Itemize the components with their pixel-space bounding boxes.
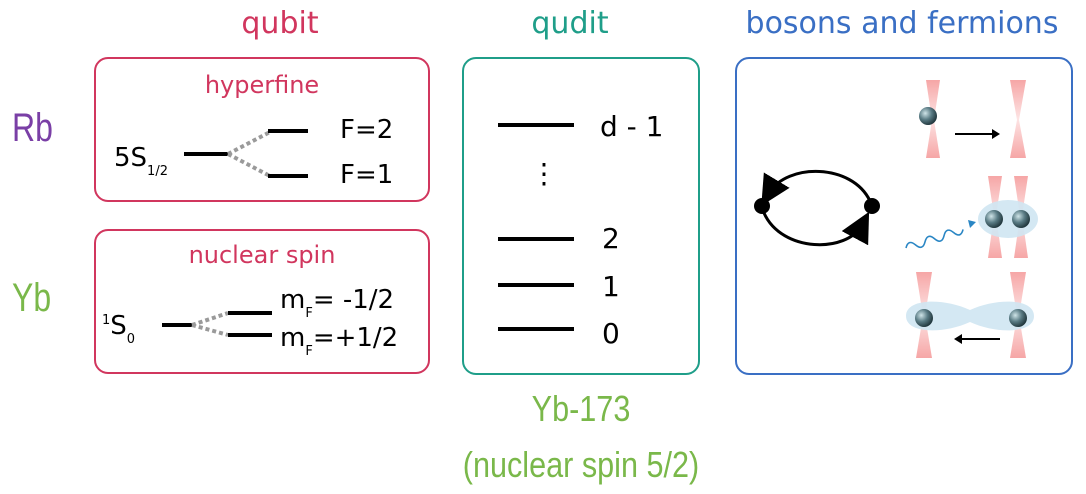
isotope-detail: (nuclear spin 5/2) — [462, 444, 700, 485]
hyperfine-ground-line — [184, 152, 228, 156]
qudit-box: d - 1 ⋮ 2 1 0 — [462, 57, 700, 375]
nuclear-lower-line — [228, 333, 272, 337]
m-subscript: F — [305, 306, 313, 321]
nuclear-spin-title: nuclear spin — [188, 241, 336, 269]
qudit-level-0-label: 0 — [602, 317, 620, 350]
hyperfine-lower-label: F=1 — [340, 160, 394, 190]
row-label-rb: Rb — [12, 106, 53, 150]
header-qudit: qudit — [531, 6, 609, 41]
qudit-level-top-line — [498, 123, 574, 127]
nuclear-ground-state: 1S0 — [102, 311, 135, 347]
state-superscript: 1 — [102, 313, 111, 328]
state-base: 5S — [114, 143, 148, 173]
hyperfine-upper-line — [268, 129, 308, 133]
hyperfine-title: hyperfine — [204, 71, 320, 99]
nuclear-lower-label: mF=+1/2 — [280, 323, 399, 359]
qudit-level-1-label: 1 — [602, 270, 620, 303]
qudit-level-0-line — [498, 327, 574, 331]
nuclear-upper-line — [228, 311, 272, 315]
qudit-level-1-line — [498, 283, 574, 287]
qudit-ellipsis: ⋮ — [530, 157, 558, 190]
m-symbol: m — [280, 323, 306, 353]
state-subscript: 1/2 — [147, 164, 168, 179]
exchange-arrows-icon — [754, 170, 880, 247]
qudit-level-top-label: d - 1 — [600, 110, 664, 143]
hyperfine-box: hyperfine 5S1/2 F=2 F=1 — [94, 57, 430, 202]
tweezer-merge-icon — [906, 272, 1034, 358]
state-subscript: 0 — [126, 332, 136, 347]
hyperfine-split-icon — [227, 130, 271, 178]
bosons-fermions-box — [735, 57, 1073, 375]
hyperfine-ground-state: 5S1/2 — [114, 143, 168, 179]
isotope-name: Yb-173 — [531, 388, 631, 429]
state-base: S — [110, 311, 127, 341]
row-label-yb: Yb — [12, 276, 52, 320]
m-symbol: m — [280, 285, 306, 315]
header-qubit: qubit — [241, 6, 319, 41]
nuclear-split-icon — [191, 311, 229, 337]
nuclear-spin-box: nuclear spin 1S0 mF= -1/2 mF=+1/2 — [94, 229, 430, 374]
m-value: =+1/2 — [312, 323, 399, 353]
tweezer-move-icon — [919, 80, 1026, 158]
nuclear-ground-line — [162, 323, 192, 327]
photon-excitation-icon — [905, 176, 1038, 258]
header-bosons-fermions: bosons and fermions — [745, 6, 1059, 41]
qudit-level-2-line — [498, 237, 574, 241]
m-subscript: F — [305, 344, 313, 359]
nuclear-upper-label: mF= -1/2 — [280, 285, 395, 321]
m-value: = -1/2 — [312, 285, 395, 315]
qudit-level-2-label: 2 — [602, 222, 620, 255]
hyperfine-upper-label: F=2 — [340, 115, 394, 145]
hyperfine-lower-line — [268, 174, 308, 178]
